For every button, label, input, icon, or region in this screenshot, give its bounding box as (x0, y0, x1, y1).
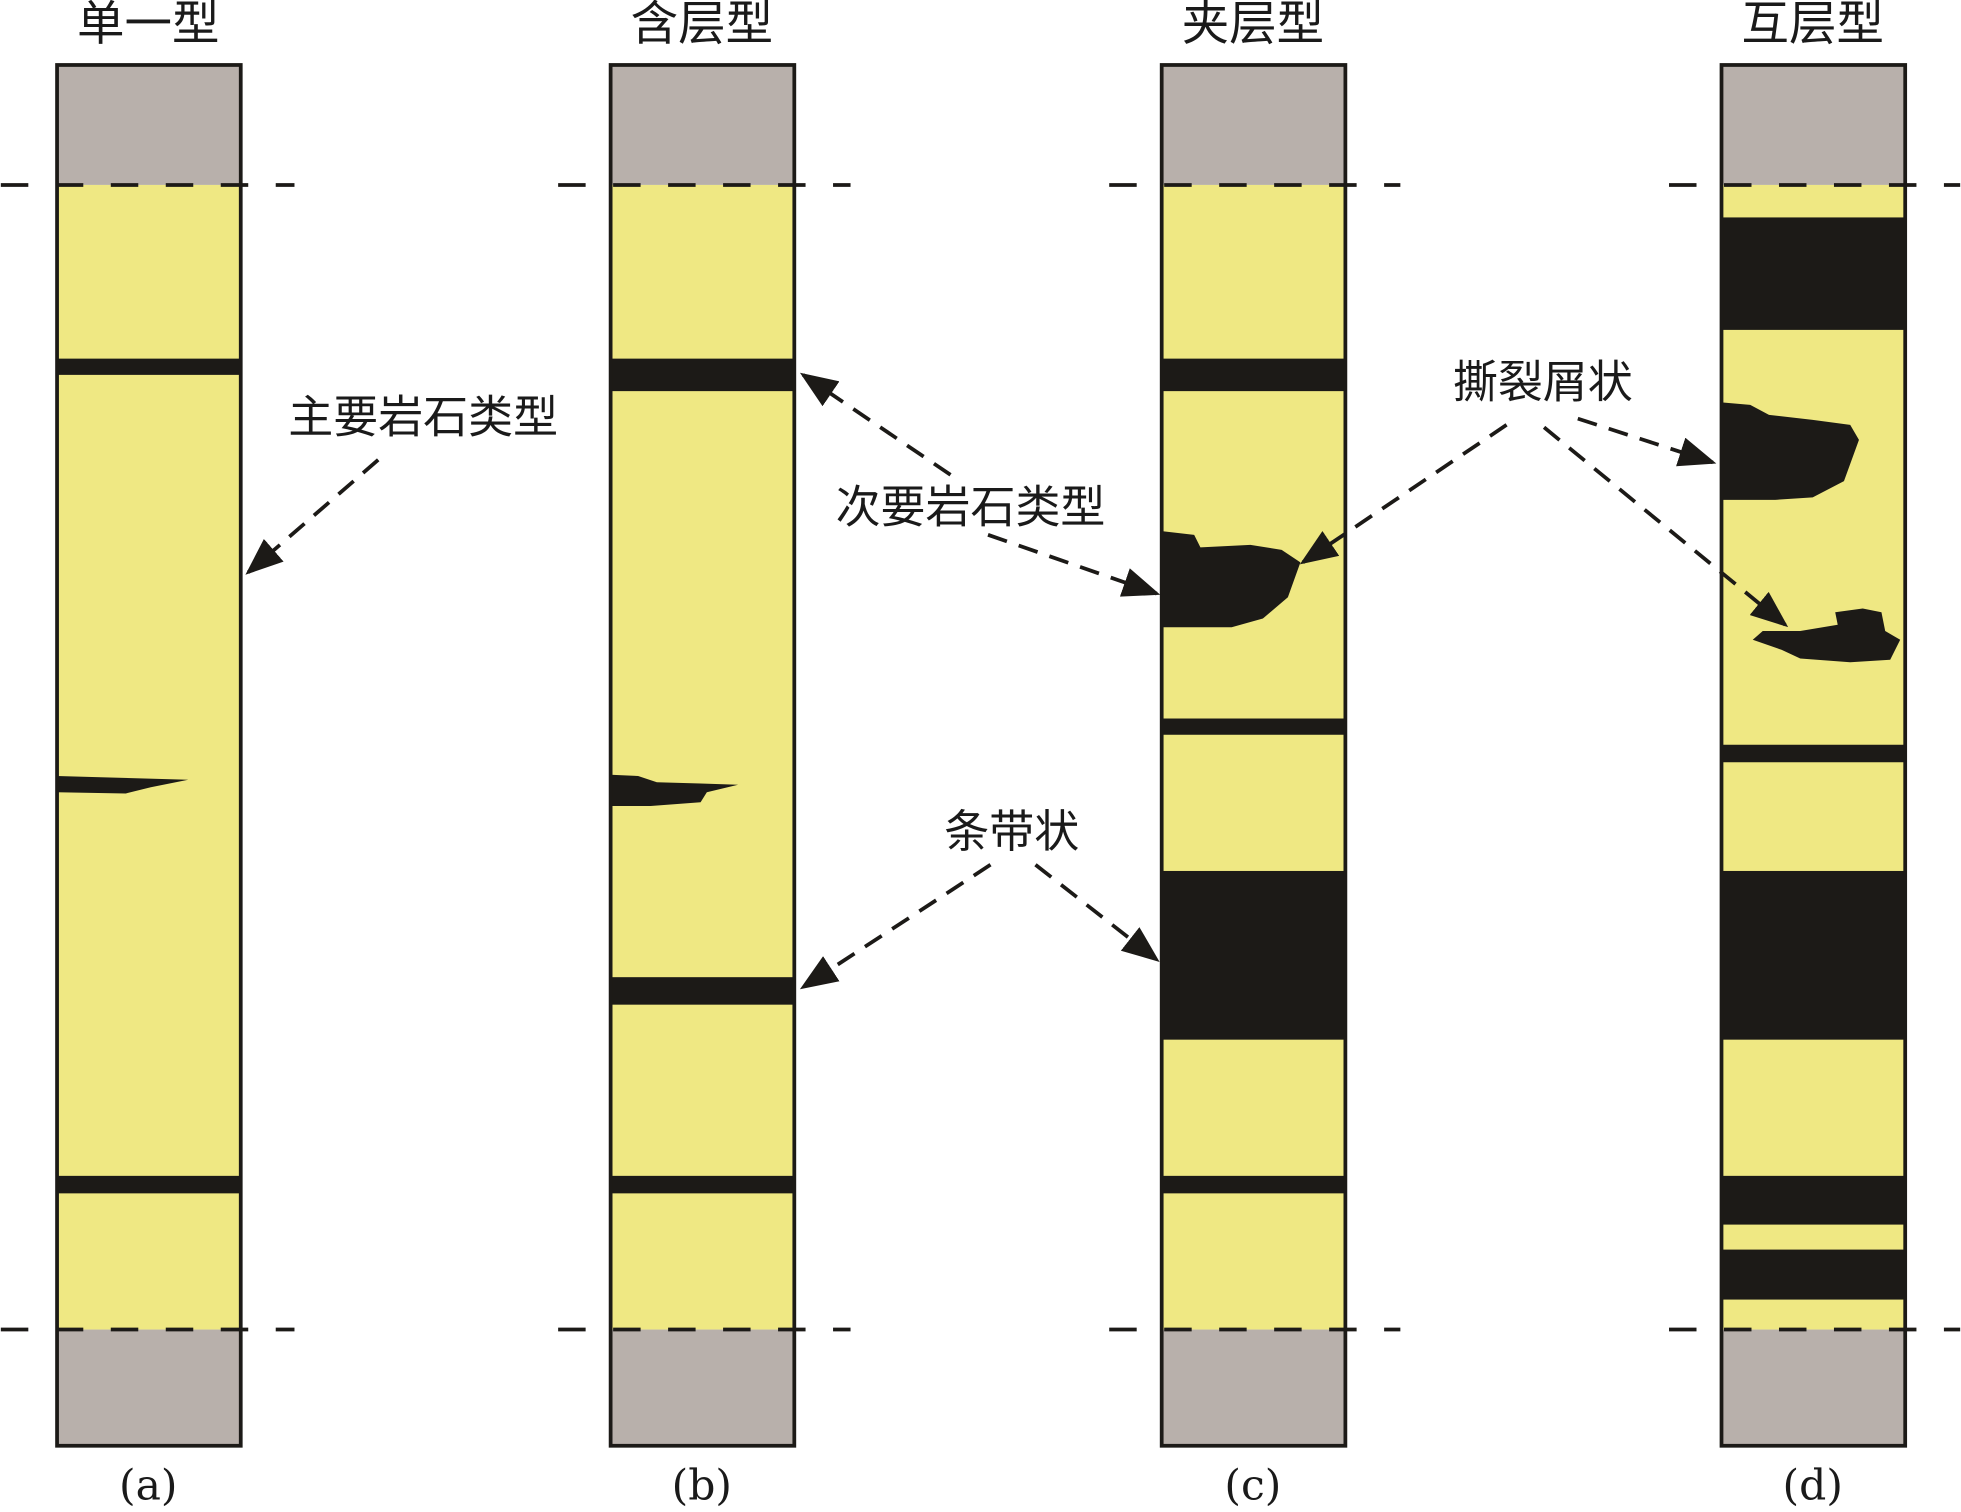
annotation-secondary: 次要岩石类型 (836, 480, 1106, 533)
title-c: 夹层型 (1182, 0, 1324, 52)
label-c: (c) (1224, 1462, 1281, 1511)
title-a: 单一型 (77, 0, 219, 52)
boundary-lines (0, 183, 1961, 1332)
annotation-arrows (245, 372, 1789, 990)
title-b: 含层型 (631, 0, 773, 52)
label-a: (a) (119, 1462, 177, 1511)
annotation-banded: 条带状 (944, 805, 1079, 858)
column-d (1719, 63, 1908, 1448)
column-a (55, 63, 243, 1448)
title-d: 互层型 (1742, 0, 1884, 52)
label-b: (b) (672, 1462, 732, 1511)
annotation-rip-up: 撕裂屑状 (1453, 355, 1633, 408)
column-c (1159, 63, 1348, 1448)
annotation-primary: 主要岩石类型 (288, 390, 558, 443)
column-b (608, 63, 797, 1448)
label-d: (d) (1783, 1462, 1843, 1511)
